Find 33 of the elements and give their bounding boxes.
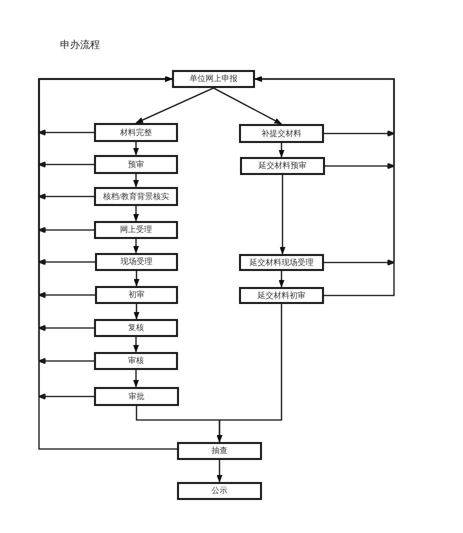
process-box: 核档/教育背景核实 [94, 187, 178, 206]
process-box: 现场受理 [95, 253, 178, 271]
arrow [133, 239, 139, 254]
process-box: 审核 [94, 352, 178, 370]
arrow [213, 87, 282, 125]
process-box: 延交材料初审 [239, 287, 324, 304]
process-box: 初审 [95, 286, 178, 304]
arrow [216, 460, 222, 482]
arrow [133, 206, 139, 222]
process-box: 审批 [94, 387, 179, 406]
arrow [280, 175, 286, 254]
arrow [133, 337, 139, 352]
process-box: 抽查 [177, 442, 262, 460]
arrow [38, 76, 177, 450]
process-box: 单位网上申报 [172, 70, 255, 88]
arrow [278, 271, 284, 288]
arrow [278, 143, 284, 158]
arrow [134, 271, 140, 286]
process-box: 补提交材料 [239, 124, 324, 143]
arrow [136, 87, 214, 124]
arrow [133, 142, 139, 156]
process-box: 复核 [94, 319, 178, 337]
process-box: 预审 [94, 155, 178, 174]
arrow [133, 370, 139, 388]
arrow [133, 174, 139, 188]
title: 申办流程 [60, 41, 100, 51]
process-box: 公示 [177, 482, 262, 500]
process-box: 延交材料预审 [240, 157, 325, 175]
process-box: 延交材料现场受理 [239, 254, 324, 271]
arrow [134, 304, 140, 320]
process-box: 材料完整 [94, 123, 178, 142]
process-box: 网上受理 [94, 221, 178, 239]
arrow [216, 304, 282, 442]
